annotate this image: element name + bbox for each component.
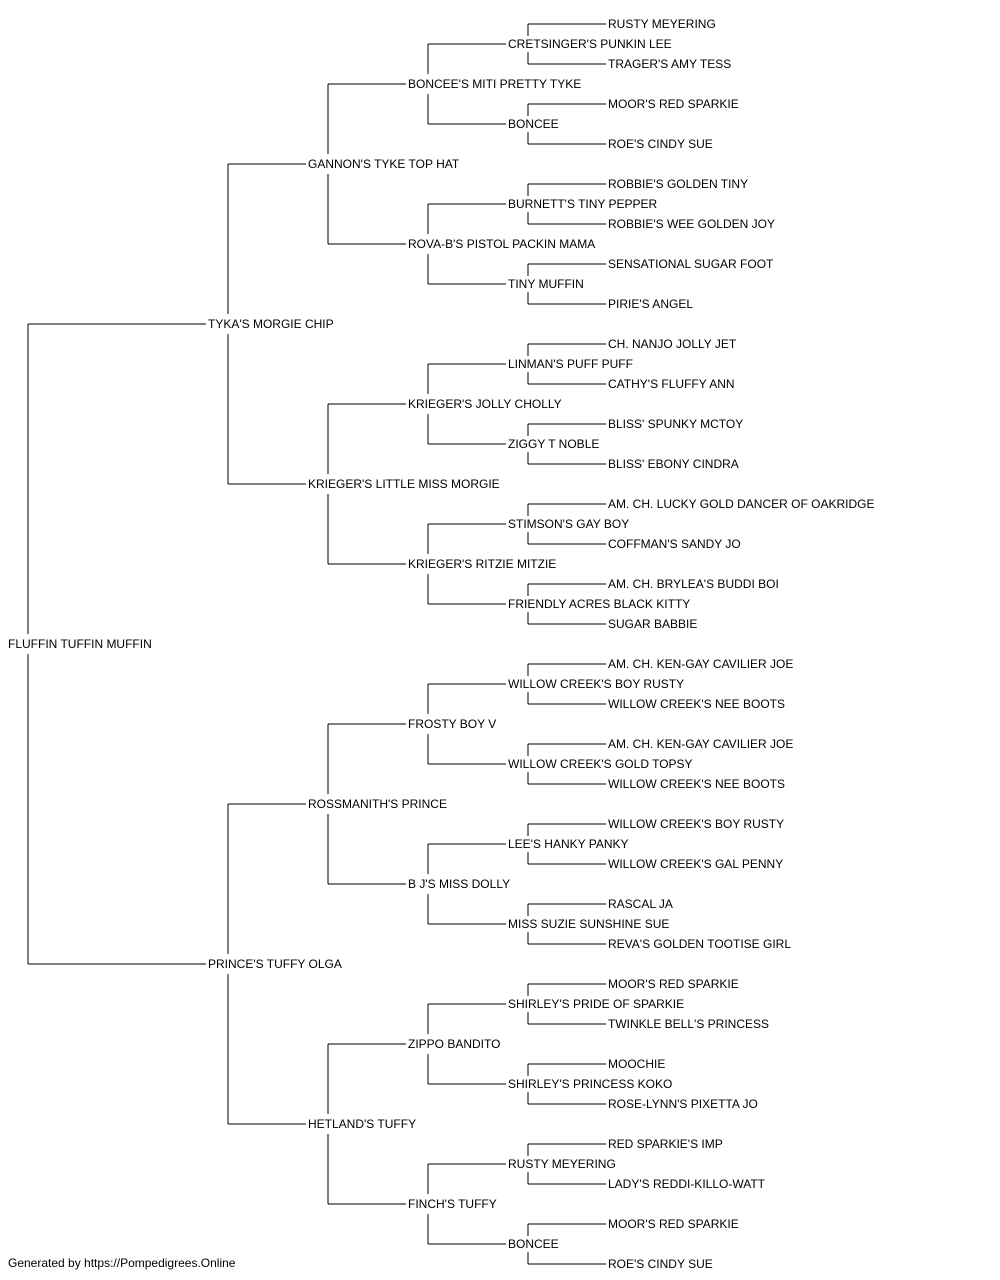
ancestor-name: FRIENDLY ACRES BLACK KITTY bbox=[508, 597, 690, 611]
ancestor-name: MOOCHIE bbox=[608, 1057, 665, 1071]
ancestor-name: BLISS' SPUNKY MCTOY bbox=[608, 417, 743, 431]
ancestor-name: FINCH'S TUFFY bbox=[408, 1197, 497, 1211]
ancestor-name: KRIEGER'S JOLLY CHOLLY bbox=[408, 397, 562, 411]
ancestor-name: TINY MUFFIN bbox=[508, 277, 584, 291]
ancestor-name: FROSTY BOY V bbox=[408, 717, 496, 731]
ancestor-name: MOOR'S RED SPARKIE bbox=[608, 97, 739, 111]
subject-name: FLUFFIN TUFFIN MUFFIN bbox=[8, 637, 152, 651]
ancestor-name: STIMSON'S GAY BOY bbox=[508, 517, 629, 531]
ancestor-name: TYKA'S MORGIE CHIP bbox=[208, 317, 334, 331]
ancestor-name: ROE'S CINDY SUE bbox=[608, 1257, 713, 1271]
ancestor-name: WILLOW CREEK'S NEE BOOTS bbox=[608, 697, 785, 711]
champion-ancestor-name: AM. CH. KEN-GAY CAVILIER JOE bbox=[608, 657, 793, 671]
ancestor-name: MOOR'S RED SPARKIE bbox=[608, 977, 739, 991]
ancestor-name: WILLOW CREEK'S BOY RUSTY bbox=[508, 677, 684, 691]
ancestor-name: MISS SUZIE SUNSHINE SUE bbox=[508, 917, 669, 931]
ancestor-name: SUGAR BABBIE bbox=[608, 617, 697, 631]
ancestor-name: CATHY'S FLUFFY ANN bbox=[608, 377, 735, 391]
ancestor-name: SENSATIONAL SUGAR FOOT bbox=[608, 257, 774, 271]
ancestor-name: ROSE-LYNN'S PIXETTA JO bbox=[608, 1097, 758, 1111]
ancestor-name: COFFMAN'S SANDY JO bbox=[608, 537, 741, 551]
ancestor-name: ZIPPO BANDITO bbox=[408, 1037, 500, 1051]
ancestor-name: BONCEE bbox=[508, 1237, 559, 1251]
ancestor-name: ROE'S CINDY SUE bbox=[608, 137, 713, 151]
ancestor-name: RUSTY MEYERING bbox=[608, 17, 716, 31]
ancestor-name: ROBBIE'S GOLDEN TINY bbox=[608, 177, 748, 191]
ancestor-name: WILLOW CREEK'S GOLD TOPSY bbox=[508, 757, 693, 771]
ancestor-name: ROVA-B'S PISTOL PACKIN MAMA bbox=[408, 237, 595, 251]
ancestor-name: WILLOW CREEK'S GAL PENNY bbox=[608, 857, 783, 871]
champion-ancestor-name: AM. CH. BRYLEA'S BUDDI BOI bbox=[608, 577, 779, 591]
ancestor-name: LEE'S HANKY PANKY bbox=[508, 837, 629, 851]
ancestor-name: PIRIE'S ANGEL bbox=[608, 297, 693, 311]
ancestor-name: WILLOW CREEK'S NEE BOOTS bbox=[608, 777, 785, 791]
ancestor-name: LADY'S REDDI-KILLO-WATT bbox=[608, 1177, 766, 1191]
ancestor-name: RASCAL JA bbox=[608, 897, 673, 911]
ancestor-name: KRIEGER'S LITTLE MISS MORGIE bbox=[308, 477, 500, 491]
champion-ancestor-name: CH. NANJO JOLLY JET bbox=[608, 337, 737, 351]
ancestor-name: B J'S MISS DOLLY bbox=[408, 877, 510, 891]
champion-ancestor-name: AM. CH. KEN-GAY CAVILIER JOE bbox=[608, 737, 793, 751]
ancestor-name: TRAGER'S AMY TESS bbox=[608, 57, 731, 71]
ancestor-name: ROSSMANITH'S PRINCE bbox=[308, 797, 447, 811]
ancestor-name: ROBBIE'S WEE GOLDEN JOY bbox=[608, 217, 775, 231]
ancestor-name: KRIEGER'S RITZIE MITZIE bbox=[408, 557, 556, 571]
ancestor-name: RED SPARKIE'S IMP bbox=[608, 1137, 723, 1151]
ancestor-name: BONCEE bbox=[508, 117, 559, 131]
ancestor-name: RUSTY MEYERING bbox=[508, 1157, 616, 1171]
ancestor-name: SHIRLEY'S PRINCESS KOKO bbox=[508, 1077, 672, 1091]
ancestor-name: SHIRLEY'S PRIDE OF SPARKIE bbox=[508, 997, 684, 1011]
ancestor-name: REVA'S GOLDEN TOOTISE GIRL bbox=[608, 937, 791, 951]
ancestor-name: BONCEE'S MITI PRETTY TYKE bbox=[408, 77, 581, 91]
ancestor-name: WILLOW CREEK'S BOY RUSTY bbox=[608, 817, 784, 831]
champion-ancestor-name: AM. CH. LUCKY GOLD DANCER OF OAKRIDGE bbox=[608, 497, 875, 511]
ancestor-name: BLISS' EBONY CINDRA bbox=[608, 457, 739, 471]
footer-credit: Generated by https://Pompedigrees.Online bbox=[8, 1256, 236, 1270]
ancestor-name: GANNON'S TYKE TOP HAT bbox=[308, 157, 460, 171]
ancestor-name: HETLAND'S TUFFY bbox=[308, 1117, 416, 1131]
ancestor-name: MOOR'S RED SPARKIE bbox=[608, 1217, 739, 1231]
ancestor-name: LINMAN'S PUFF PUFF bbox=[508, 357, 633, 371]
ancestor-name: ZIGGY T NOBLE bbox=[508, 437, 599, 451]
ancestor-name: CRETSINGER'S PUNKIN LEE bbox=[508, 37, 672, 51]
ancestor-name: TWINKLE BELL'S PRINCESS bbox=[608, 1017, 769, 1031]
ancestor-name: BURNETT'S TINY PEPPER bbox=[508, 197, 658, 211]
ancestor-name: PRINCE'S TUFFY OLGA bbox=[208, 957, 342, 971]
